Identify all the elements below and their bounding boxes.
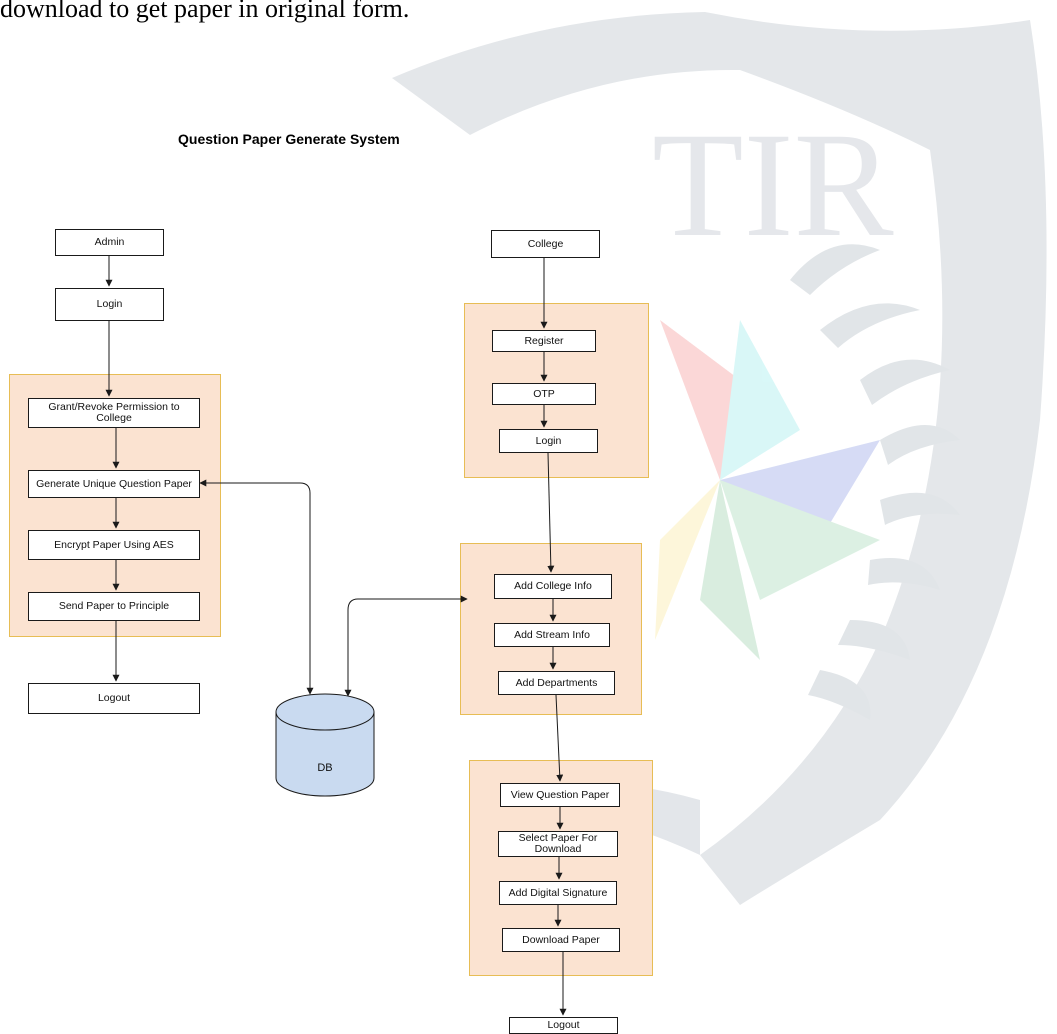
arrow-generate-db <box>199 479 314 695</box>
send-paper-node: Send Paper to Principle <box>28 592 200 621</box>
download-paper-node: Download Paper <box>502 928 620 952</box>
admin-node: Admin <box>55 229 164 256</box>
college-node: College <box>491 230 600 258</box>
arrow-login-collegeinfo <box>547 452 555 573</box>
college-login-node: Login <box>499 429 598 453</box>
add-stream-info-node: Add Stream Info <box>494 623 610 647</box>
arrow-departments-view <box>555 694 564 782</box>
database-label: DB <box>317 762 333 774</box>
lead-text: download to get paper in original form. <box>0 0 410 23</box>
petal-blue <box>720 440 880 540</box>
petal-cyan <box>720 320 800 480</box>
arrow-db-collegeinfo <box>344 595 468 697</box>
admin-logout-node: Logout <box>28 683 200 714</box>
watermark-shield-outline <box>392 12 1047 905</box>
add-college-info-node: Add College Info <box>494 574 612 599</box>
watermark-text: TIR <box>652 102 894 268</box>
otp-node: OTP <box>492 383 596 405</box>
admin-login-node: Login <box>55 288 164 321</box>
petal-yellow <box>655 480 720 640</box>
watermark-laurel-icon <box>790 244 960 720</box>
petal-green-2 <box>700 480 760 660</box>
encrypt-paper-node: Encrypt Paper Using AES <box>28 530 200 560</box>
database-cylinder <box>275 693 375 797</box>
add-digital-signature-node: Add Digital Signature <box>499 881 617 905</box>
diagram-title: Question Paper Generate System <box>178 131 400 147</box>
register-node: Register <box>492 330 596 352</box>
college-logout-node: Logout <box>509 1017 618 1034</box>
select-paper-node: Select Paper For Download <box>498 831 618 857</box>
view-question-paper-node: View Question Paper <box>500 783 620 807</box>
watermark-star-icon <box>655 320 880 660</box>
grant-permission-node: Grant/Revoke Permission to College <box>28 398 200 428</box>
add-departments-node: Add Departments <box>498 671 615 695</box>
generate-paper-node: Generate Unique Question Paper <box>28 470 200 498</box>
petal-red <box>660 320 740 480</box>
petal-green <box>720 480 880 600</box>
